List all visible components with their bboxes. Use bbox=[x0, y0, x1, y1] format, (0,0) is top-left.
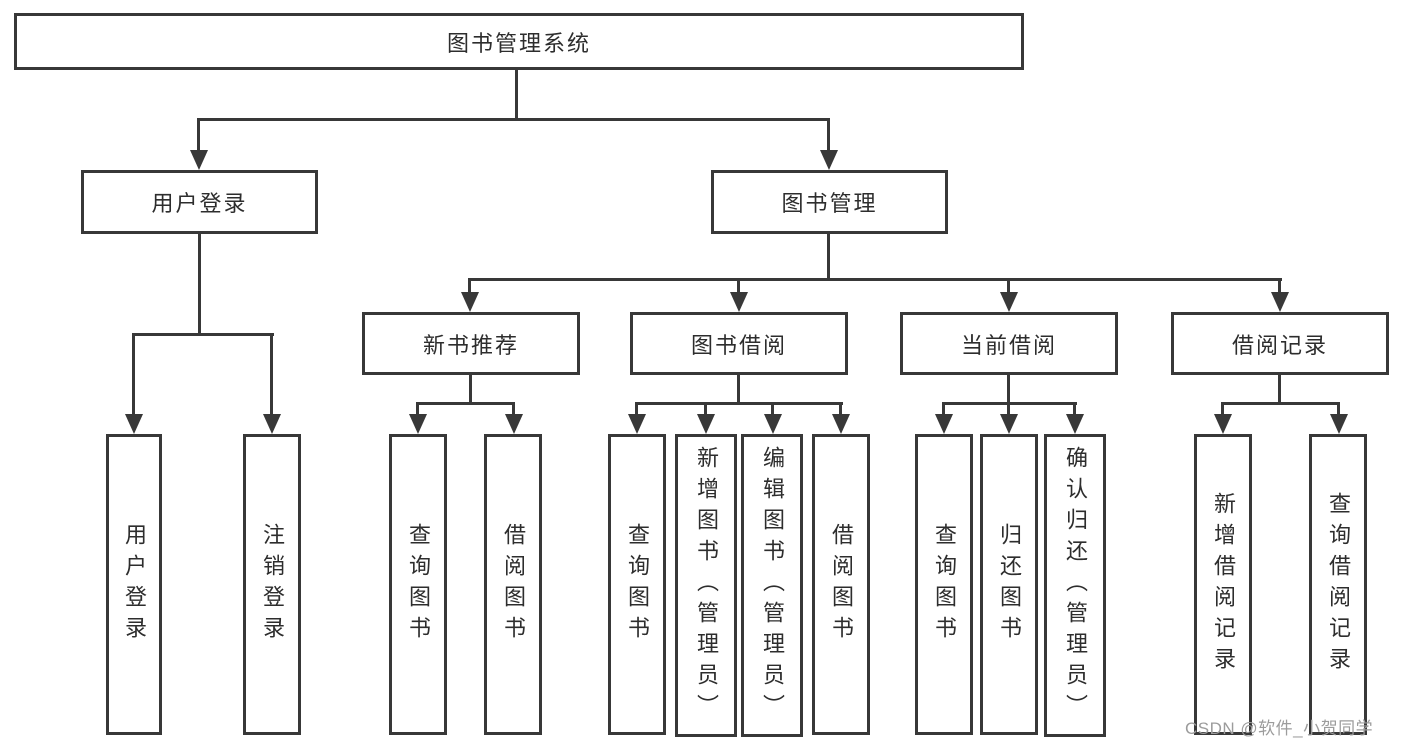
leaf-query-books-current: 查询图书 bbox=[915, 434, 973, 735]
node-user-login-label: 用户登录 bbox=[151, 191, 248, 216]
connector-g2-leaf2-stem bbox=[512, 402, 515, 416]
csdn-watermark: CSDN @软件_小贺同学 bbox=[1185, 719, 1374, 738]
connector-g3-leaf4-stem bbox=[839, 402, 842, 416]
leaf-edit-book-admin-label: 编辑图书（管理员） bbox=[760, 446, 785, 725]
connector-g3-down bbox=[737, 375, 740, 405]
leaf-user-login: 用户登录 bbox=[106, 434, 162, 735]
leaf-add-borrow-record-label: 新增借阅记录 bbox=[1211, 491, 1236, 678]
arrowhead-book-mgmt-icon bbox=[820, 150, 838, 170]
connector-new-book-stem bbox=[468, 278, 471, 294]
leaf-borrow-books: 借阅图书 bbox=[812, 434, 870, 735]
connector-root-rail bbox=[198, 118, 830, 121]
connector-g5-leaf2-stem bbox=[1337, 402, 1340, 416]
connector-user-login-down bbox=[198, 234, 201, 336]
node-book-borrow: 图书借阅 bbox=[630, 312, 848, 375]
arrowhead-leaf-login-icon bbox=[125, 414, 143, 434]
node-book-management-label: 图书管理 bbox=[781, 191, 878, 216]
arrowhead-borrow-record-icon bbox=[1271, 292, 1289, 312]
leaf-query-books-borrow: 查询图书 bbox=[608, 434, 666, 735]
leaf-add-book-admin: 新增图书（管理员） bbox=[675, 434, 737, 737]
connector-root-stem bbox=[515, 68, 518, 118]
arrowhead-leaf-logout-icon bbox=[263, 414, 281, 434]
leaf-borrow-books-label: 借阅图书 bbox=[829, 522, 854, 647]
node-current-borrow: 当前借阅 bbox=[900, 312, 1118, 375]
connector-g3-leaf3-stem bbox=[771, 402, 774, 416]
connector-g5-leaf1-stem bbox=[1221, 402, 1224, 416]
connector-g4-leaf2-stem bbox=[1007, 402, 1010, 416]
connector-user-login-rail bbox=[133, 333, 274, 336]
connector-book-mgmt-down bbox=[827, 234, 830, 280]
node-current-borrow-label: 当前借阅 bbox=[960, 332, 1057, 358]
connector-g2-down bbox=[469, 375, 472, 405]
leaf-query-books-recommend: 查询图书 bbox=[389, 434, 447, 735]
leaf-logout: 注销登录 bbox=[243, 434, 301, 735]
node-borrow-records: 借阅记录 bbox=[1171, 312, 1389, 375]
connector-current-borrow-stem bbox=[1007, 278, 1010, 294]
arrowhead-user-login-icon bbox=[190, 150, 208, 170]
leaf-confirm-return-admin: 确认归还（管理员） bbox=[1044, 434, 1106, 737]
arrowhead-current-borrow-icon bbox=[1000, 292, 1018, 312]
leaf-query-borrow-record-label: 查询借阅记录 bbox=[1326, 491, 1351, 678]
node-new-book-recommend: 新书推荐 bbox=[362, 312, 580, 375]
leaf-user-login-label: 用户登录 bbox=[122, 522, 147, 647]
connector-level3-rail bbox=[468, 278, 1282, 281]
node-new-book-recommend-label: 新书推荐 bbox=[422, 332, 519, 358]
connector-g4-down bbox=[1007, 375, 1010, 405]
leaf-confirm-return-admin-label: 确认归还（管理员） bbox=[1063, 446, 1088, 725]
connector-book-mgmt-stem bbox=[827, 118, 830, 152]
connector-g5-rail bbox=[1221, 402, 1340, 405]
connector-borrow-record-stem bbox=[1278, 278, 1281, 294]
connector-g2-rail bbox=[416, 402, 515, 405]
leaf-return-book-label: 归还图书 bbox=[997, 522, 1022, 647]
arrowhead-book-borrow-icon bbox=[730, 292, 748, 312]
node-book-borrow-label: 图书借阅 bbox=[690, 332, 787, 358]
leaf-add-borrow-record: 新增借阅记录 bbox=[1194, 434, 1252, 735]
connector-g5-down bbox=[1278, 375, 1281, 405]
arrowhead-g5-leaf1-icon bbox=[1214, 414, 1232, 434]
arrowhead-g2-leaf1-icon bbox=[409, 414, 427, 434]
arrowhead-g5-leaf2-icon bbox=[1330, 414, 1348, 434]
node-user-login: 用户登录 bbox=[81, 170, 318, 234]
connector-g3-rail bbox=[635, 402, 843, 405]
leaf-query-borrow-record: 查询借阅记录 bbox=[1309, 434, 1367, 735]
arrowhead-g4-leaf3-icon bbox=[1066, 414, 1084, 434]
leaf-edit-book-admin: 编辑图书（管理员） bbox=[741, 434, 803, 737]
arrowhead-g4-leaf2-icon bbox=[1000, 414, 1018, 434]
leaf-logout-label: 注销登录 bbox=[260, 522, 285, 647]
connector-g2-leaf1-stem bbox=[416, 402, 419, 416]
node-root-label: 图书管理系统 bbox=[446, 30, 591, 56]
arrowhead-g4-leaf1-icon bbox=[935, 414, 953, 434]
connector-g3-leaf1-stem bbox=[635, 402, 638, 416]
connector-g3-leaf2-stem bbox=[704, 402, 707, 416]
connector-leaf-logout-stem bbox=[270, 333, 273, 416]
arrowhead-g3-leaf3-icon bbox=[764, 414, 782, 434]
node-root-library-system: 图书管理系统 bbox=[14, 13, 1024, 70]
leaf-query-books-borrow-label: 查询图书 bbox=[625, 522, 650, 647]
connector-leaf-login-stem bbox=[132, 333, 135, 416]
arrowhead-g2-leaf2-icon bbox=[505, 414, 523, 434]
leaf-borrow-books-recommend-label: 借阅图书 bbox=[501, 522, 526, 647]
connector-g4-leaf3-stem bbox=[1073, 402, 1076, 416]
connector-g4-leaf1-stem bbox=[942, 402, 945, 416]
arrowhead-g3-leaf2-icon bbox=[697, 414, 715, 434]
arrowhead-g3-leaf1-icon bbox=[628, 414, 646, 434]
arrowhead-new-book-icon bbox=[461, 292, 479, 312]
connector-user-login-stem bbox=[197, 118, 200, 152]
leaf-borrow-books-recommend: 借阅图书 bbox=[484, 434, 542, 735]
connector-book-borrow-stem bbox=[737, 278, 740, 294]
node-book-management: 图书管理 bbox=[711, 170, 948, 234]
arrowhead-g3-leaf4-icon bbox=[832, 414, 850, 434]
node-borrow-records-label: 借阅记录 bbox=[1231, 332, 1328, 358]
leaf-add-book-admin-label: 新增图书（管理员） bbox=[694, 446, 719, 725]
leaf-return-book: 归还图书 bbox=[980, 434, 1038, 735]
leaf-query-books-recommend-label: 查询图书 bbox=[406, 522, 431, 647]
leaf-query-books-current-label: 查询图书 bbox=[932, 522, 957, 647]
